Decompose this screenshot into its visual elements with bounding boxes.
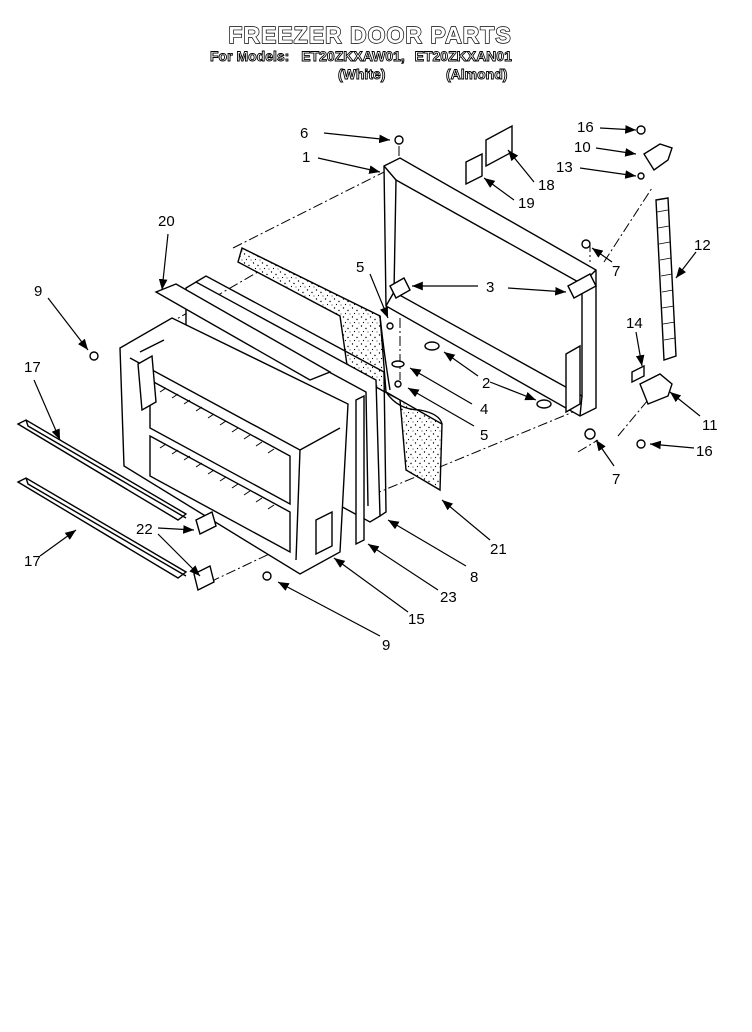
callout-16-bottom: 16: [696, 443, 713, 460]
door-stop-part-2-right: [536, 399, 552, 409]
model-line: For Models: ET20ZKXAW01, ET20ZKXAN01: [210, 48, 513, 65]
screw-part-5-lower: [394, 380, 402, 388]
door-rod: [154, 283, 332, 381]
callout-14: 14: [626, 315, 643, 332]
callout-8: 8: [470, 569, 478, 586]
bushing-part-7-top: [581, 239, 591, 249]
hinge-bracket: [567, 273, 597, 299]
handle-end-cap-bottom: [639, 373, 673, 405]
model-number-almond: ET20ZKXAN01: [414, 48, 512, 65]
inner-door-panel: [119, 317, 349, 575]
callout-9-lower: 9: [382, 637, 390, 654]
callout-13: 13: [556, 159, 573, 176]
door-handle: [655, 197, 677, 361]
washer-part-4: [391, 360, 405, 368]
callout-16-top: 16: [577, 119, 594, 136]
callout-15: 15: [408, 611, 425, 628]
callout-21: 21: [490, 541, 507, 558]
callout-11: 11: [702, 417, 718, 434]
callout-17-upper: 17: [24, 359, 41, 376]
callout-3: 3: [486, 279, 494, 296]
callout-1: 1: [302, 149, 310, 166]
callout-19: 19: [518, 195, 535, 212]
callout-10: 10: [574, 139, 591, 156]
washer-part-13: [637, 172, 645, 180]
callout-12: 12: [694, 237, 711, 254]
callout-20: 20: [158, 213, 175, 230]
callout-7-top: 7: [612, 263, 620, 280]
model-number-white: ET20ZKXAW01,: [301, 48, 405, 65]
label-part-19: [465, 152, 483, 186]
leader-lines: [33, 125, 701, 637]
screw-part-16-bottom: [636, 439, 646, 449]
foam-insulation: [237, 247, 443, 492]
hinge-bracket-left: [389, 277, 411, 299]
bracket-part-14: [631, 364, 645, 384]
screw-part-5-upper: [386, 322, 394, 330]
callout-7-bottom: 7: [612, 471, 620, 488]
label-part-18: [485, 124, 513, 168]
screw-part-6: [394, 135, 404, 145]
callout-4: 4: [480, 401, 488, 418]
screw-part-9-upper: [89, 351, 99, 361]
door-frame: [383, 157, 597, 417]
models-label: For Models:: [210, 48, 290, 65]
callout-22: 22: [136, 521, 153, 538]
trim-end-cap-upper: [195, 510, 217, 536]
callout-9-upper: 9: [34, 283, 42, 300]
handle-end-cap-top: [643, 143, 673, 172]
callout-5-upper: 5: [356, 259, 364, 276]
callout-17-lower: 17: [24, 553, 41, 570]
callout-numbers: 6 1 18 19 16 10 13 7 12 20 5 3 9 2 4 5 1…: [24, 119, 718, 654]
callout-6: 6: [300, 125, 308, 142]
variant-white: (White): [338, 66, 386, 83]
screw-part-9-lower: [262, 571, 272, 581]
callout-5-lower: 5: [480, 427, 488, 444]
callout-18: 18: [538, 177, 555, 194]
diagram-title: FREEZER DOOR PARTS: [228, 21, 512, 48]
trim-end-cap-lower: [193, 564, 215, 592]
door-stop-part-2-left: [424, 341, 440, 351]
callout-2: 2: [482, 375, 490, 392]
callout-23: 23: [440, 589, 457, 606]
screw-part-16-top: [636, 125, 646, 135]
door-trim-strips: [16, 419, 188, 579]
bushing-part-7-bottom: [584, 428, 596, 440]
variant-almond: (Almond): [446, 66, 508, 83]
